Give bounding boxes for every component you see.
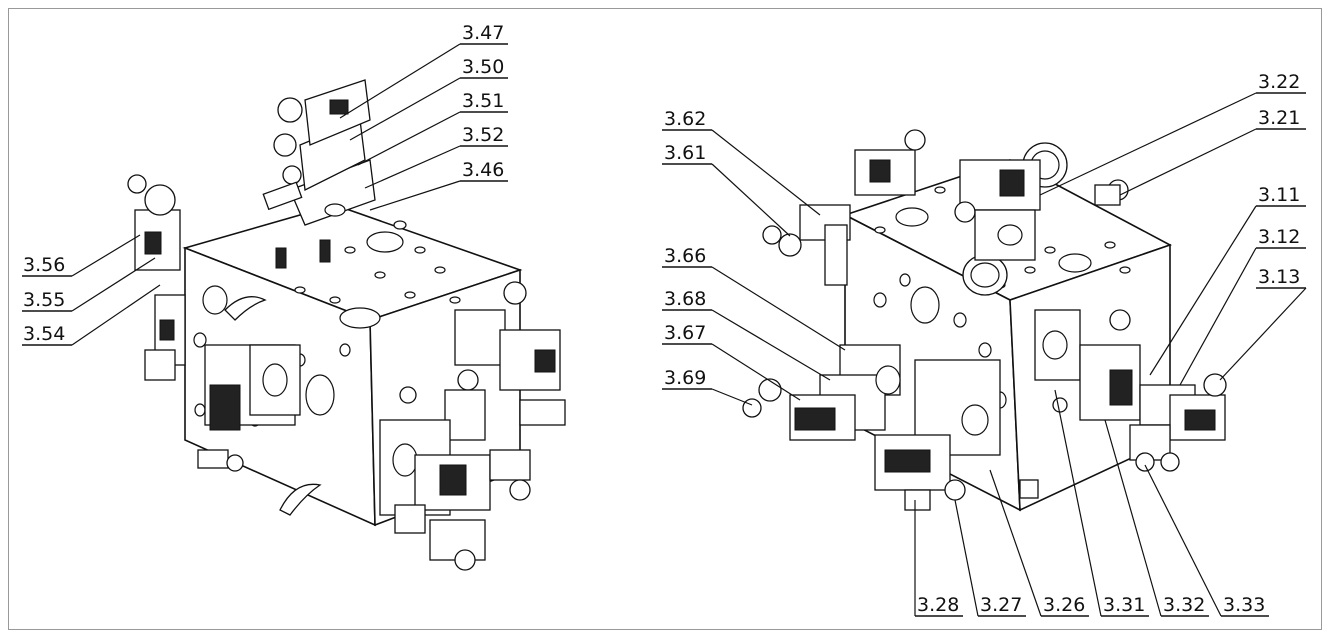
callout-label: 3.31	[1103, 594, 1145, 616]
callout-label: 3.50	[462, 56, 504, 78]
fitting	[275, 247, 287, 269]
callout-label: 3.61	[664, 142, 706, 164]
solenoid-nut	[277, 97, 303, 123]
callout-label: 3.12	[1258, 226, 1300, 248]
right-manifold-assembly	[742, 129, 1227, 512]
port-hole	[895, 207, 929, 227]
port-hole	[366, 231, 404, 253]
callout-label: 3.33	[1223, 594, 1265, 616]
callout-label: 3.11	[1258, 184, 1300, 206]
port-hole	[305, 374, 335, 416]
callout-label: 3.55	[23, 289, 65, 311]
callout-label: 3.13	[1258, 266, 1300, 288]
callout-label: 3.56	[23, 254, 65, 276]
callout-label: 3.21	[1258, 107, 1300, 129]
callout-label: 3.68	[664, 288, 706, 310]
lever-handle	[279, 483, 322, 516]
callout-label: 3.66	[664, 245, 706, 267]
left-solenoid	[144, 184, 176, 216]
callout-label: 3.52	[462, 124, 504, 146]
left-callouts: 3.47 3.50 3.51 3.52 3.46 3.56 3.55 3.54	[22, 22, 508, 346]
callout-label: 3.51	[462, 90, 504, 112]
lever-handle	[224, 296, 267, 321]
callout-label: 3.27	[980, 594, 1022, 616]
drawing-frame	[8, 8, 1322, 630]
right-callouts: 3.62 3.61 3.66 3.68 3.67 3.69 3.22 3.21 …	[662, 71, 1307, 617]
left-manifold-assembly	[127, 79, 566, 571]
callout-label: 3.62	[664, 108, 706, 130]
callout-label: 3.28	[917, 594, 959, 616]
port-hole	[339, 307, 381, 329]
callout-label: 3.32	[1163, 594, 1205, 616]
callout-label: 3.54	[23, 323, 65, 345]
callout-label: 3.22	[1258, 71, 1300, 93]
callout-label: 3.67	[664, 322, 706, 344]
port-hole	[202, 285, 228, 315]
callout-label: 3.69	[664, 367, 706, 389]
callout-label: 3.46	[462, 159, 504, 181]
port-hole	[1058, 253, 1092, 273]
callout-label: 3.26	[1043, 594, 1085, 616]
right-side-valve	[454, 309, 506, 366]
callout-label: 3.47	[462, 22, 504, 44]
